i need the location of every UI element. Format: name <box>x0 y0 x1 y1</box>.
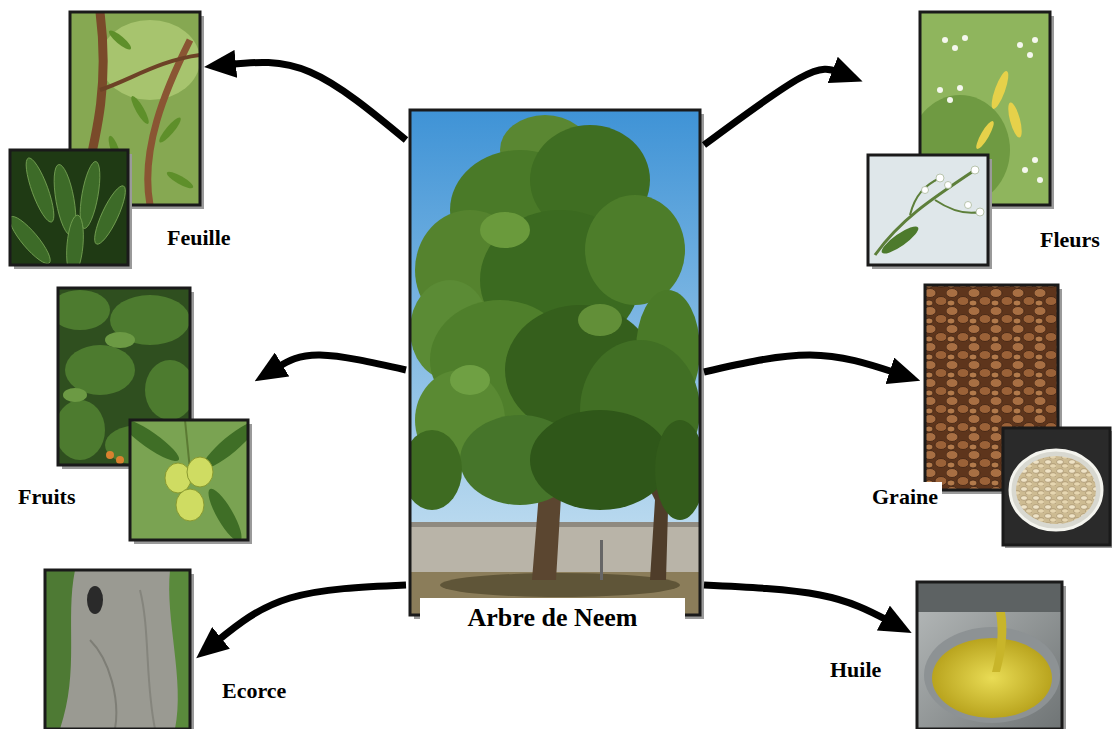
part-label: Fleurs <box>1036 225 1104 254</box>
curved-arrow <box>704 355 896 373</box>
curved-arrow <box>704 69 838 145</box>
curved-arrow <box>704 585 889 621</box>
photo-panel: Graine <box>925 285 1110 545</box>
part-label: Feuille <box>163 223 235 252</box>
photo-panel: Fruits <box>58 288 248 540</box>
photo-panel: Ecorce <box>45 570 190 729</box>
curved-arrow <box>277 355 406 370</box>
curved-arrow <box>216 585 406 642</box>
part-label: Ecorce <box>218 676 290 705</box>
photo-panel: Huile <box>917 582 1062 729</box>
photo-panel: Arbre de Neem <box>410 110 700 615</box>
part-label: Arbre de Neem <box>420 598 685 638</box>
curved-arrow <box>230 62 406 140</box>
part-label: Graine <box>868 482 942 511</box>
photo-panel: Feuille <box>10 12 200 265</box>
part-label: Fruits <box>14 482 79 511</box>
photo-panel: Fleurs <box>868 12 1050 265</box>
part-label: Huile <box>826 655 885 684</box>
